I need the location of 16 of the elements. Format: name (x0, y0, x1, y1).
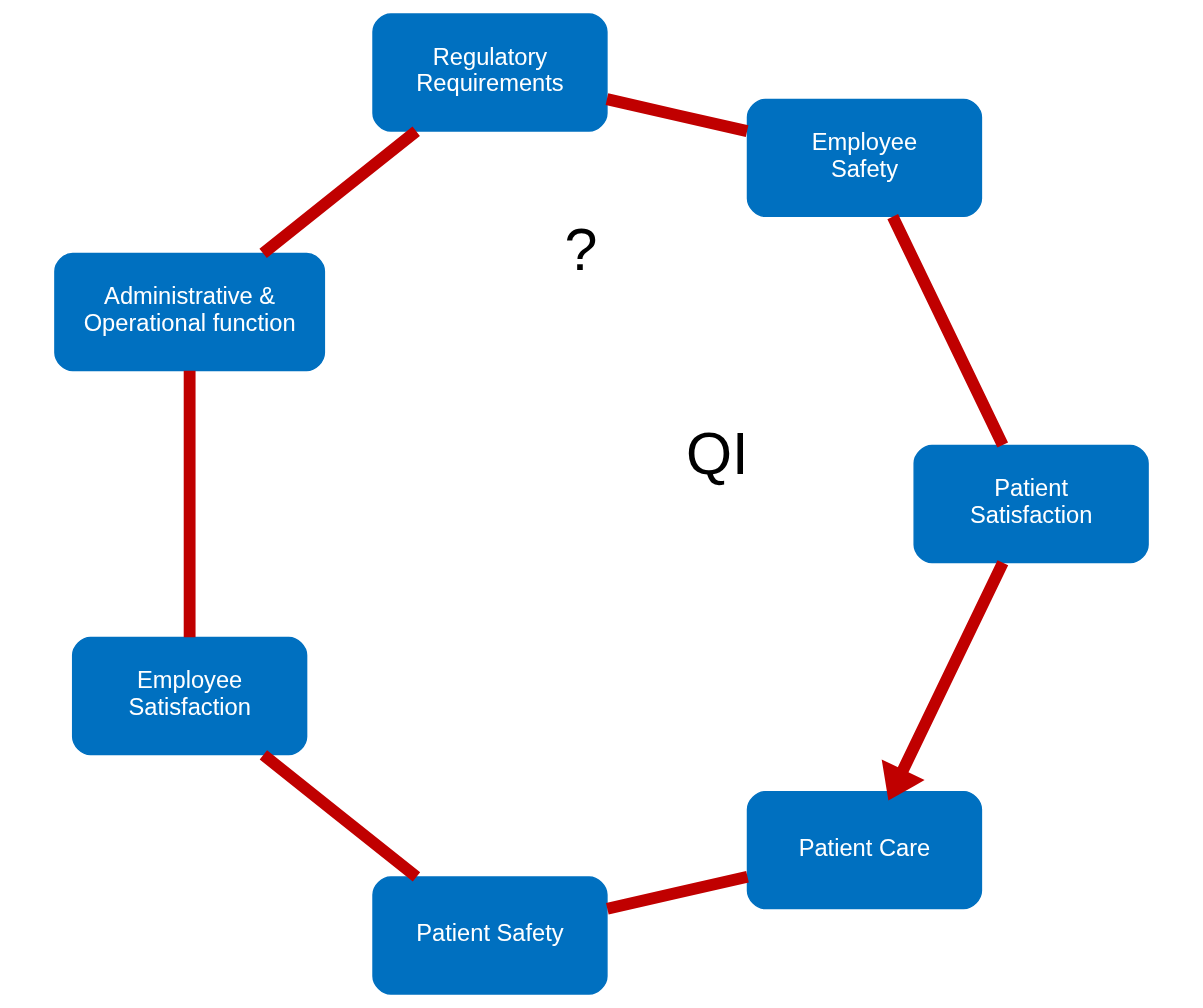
connector (605, 93, 749, 137)
connector (606, 871, 749, 915)
connector (183, 370, 196, 638)
arrow (881, 560, 1009, 801)
node-box: Administrative & Operational function (54, 252, 326, 372)
connector (259, 126, 420, 258)
connector (259, 750, 421, 882)
node-box: Patient Safety (372, 876, 608, 995)
node-box: Patient Care (746, 790, 983, 910)
node-box: Patient Satisfaction (913, 444, 1149, 564)
node-box: Employee Satisfaction (71, 636, 308, 756)
label: ? (564, 216, 598, 284)
connector (887, 214, 1009, 448)
node-box: Employee Safety (746, 98, 983, 218)
node-box: Regulatory Requirements (372, 13, 608, 132)
label: QI (686, 420, 749, 488)
